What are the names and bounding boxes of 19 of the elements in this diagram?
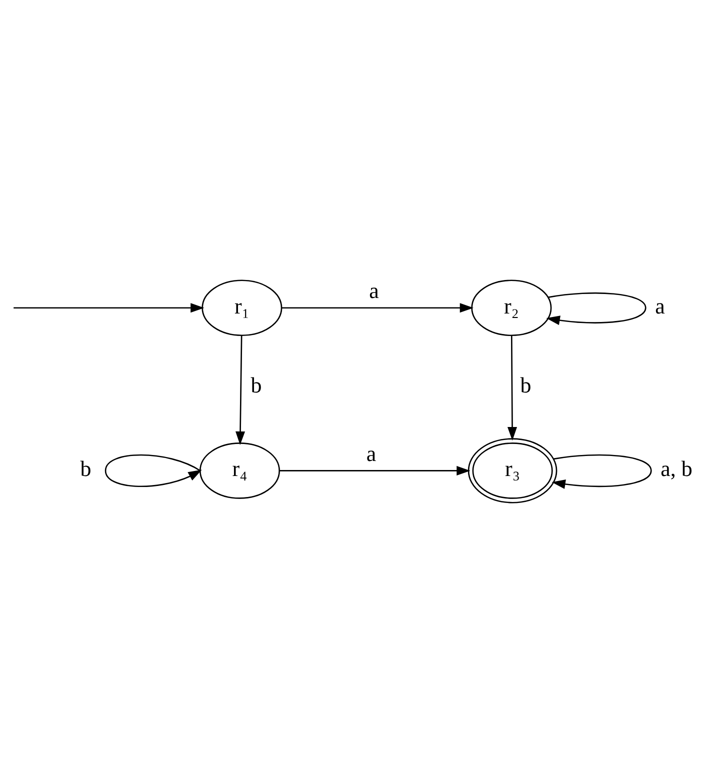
- arrow: [14, 303, 204, 313]
- edge-label: a: [369, 278, 379, 303]
- edge-label: b: [250, 372, 262, 398]
- arrow: [546, 292, 646, 326]
- arrow: [507, 336, 518, 441]
- arrow: [282, 303, 474, 313]
- edge-label: a, b: [660, 456, 692, 482]
- node-ellipse: r₄: [200, 442, 280, 499]
- edge-label: b: [80, 456, 92, 482]
- arrow: [236, 336, 246, 446]
- node-ellipse: r₂: [471, 280, 552, 336]
- arrow: [552, 454, 652, 489]
- node-ellipse: r₃: [468, 438, 558, 504]
- edge-label: b: [520, 372, 532, 398]
- edge-label: a: [655, 293, 665, 318]
- edge-label: a: [366, 440, 376, 466]
- node-ellipse: r₁: [202, 280, 282, 336]
- arrow: [279, 466, 470, 476]
- arrow: [104, 454, 202, 487]
